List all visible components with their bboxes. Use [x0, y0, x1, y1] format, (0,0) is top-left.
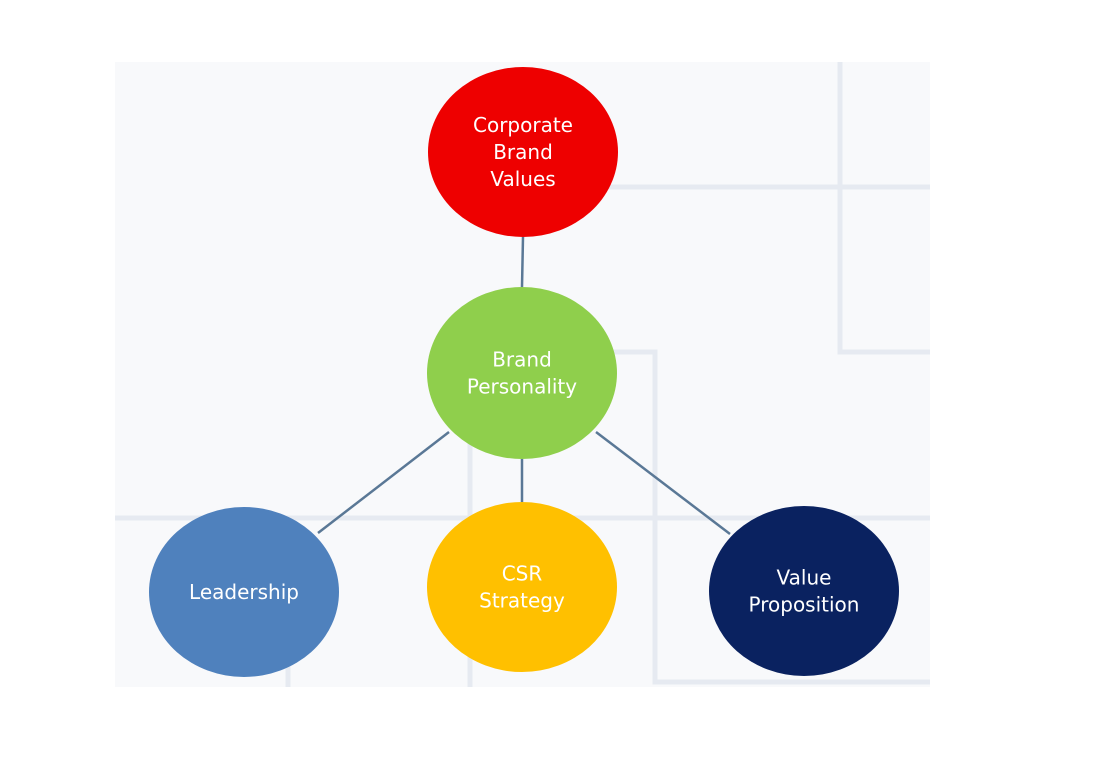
node-leadership: Leadership	[149, 507, 339, 677]
connector-brand-personality-to-leadership	[317, 431, 450, 534]
node-label-line: Brand	[493, 140, 553, 164]
node-label-line: Strategy	[479, 589, 565, 613]
connector-corporate-brand-values-to-brand-personality	[520, 236, 525, 288]
node-label-line: Leadership	[189, 580, 299, 604]
node-circle-corporate-brand-values	[428, 67, 618, 237]
node-label-line: CSR	[502, 562, 543, 586]
node-label-leadership: Leadership	[189, 580, 299, 604]
node-label-csr-strategy: CSR Strategy	[479, 562, 565, 613]
node-label-line: Proposition	[749, 593, 860, 617]
node-label-line: Personality	[467, 375, 577, 399]
node-label-line: Corporate	[473, 113, 573, 137]
grid-line-right-box	[837, 62, 930, 355]
node-label-line: Values	[490, 167, 555, 191]
node-circle-brand-personality	[427, 287, 617, 459]
connectors	[317, 236, 731, 535]
node-label-line: Value	[777, 566, 832, 590]
node-circle-value-proposition	[709, 506, 899, 676]
node-circle-csr-strategy	[427, 502, 617, 672]
node-label-line: Brand	[492, 348, 552, 372]
node-csr-strategy: CSR Strategy	[427, 502, 617, 672]
connector-brand-personality-to-value-proposition	[595, 431, 731, 535]
node-circle-leadership	[149, 507, 339, 677]
